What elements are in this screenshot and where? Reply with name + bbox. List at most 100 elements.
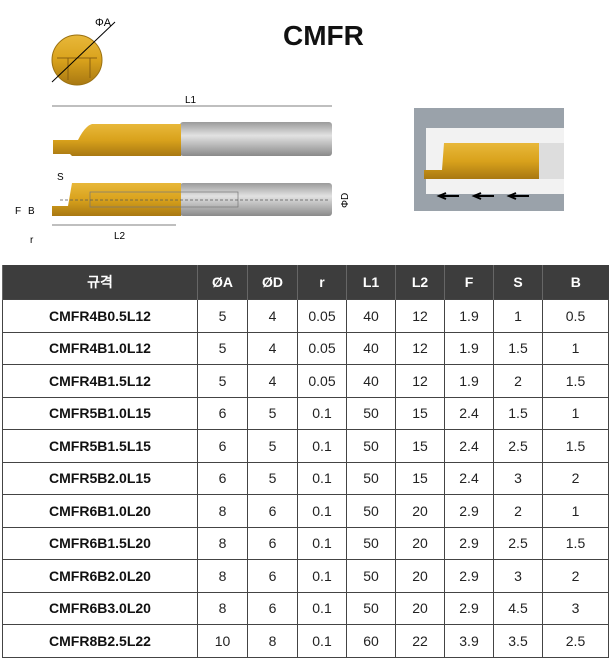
value-cell: 4.5 — [493, 591, 543, 625]
L1-label: L1 — [185, 95, 197, 106]
value-cell: 6 — [197, 396, 248, 430]
value-cell: 5 — [197, 331, 248, 365]
value-cell: 1.5 — [542, 429, 609, 463]
value-cell: 1 — [542, 396, 609, 430]
phiD-label: ΦD — [340, 193, 351, 208]
value-cell: 20 — [395, 559, 445, 593]
value-cell: 0.05 — [297, 299, 347, 333]
model-cell: CMFR5B1.0L15 — [2, 396, 198, 430]
value-cell: 15 — [395, 396, 445, 430]
value-cell: 20 — [395, 526, 445, 560]
value-cell: 60 — [346, 624, 396, 658]
value-cell: 50 — [346, 526, 396, 560]
value-cell: 50 — [346, 494, 396, 528]
model-cell: CMFR6B3.0L20 — [2, 591, 198, 625]
value-cell: 5 — [197, 364, 248, 398]
value-cell: 4 — [247, 364, 298, 398]
value-cell: 20 — [395, 591, 445, 625]
column-header: S — [493, 265, 543, 300]
value-cell: 2.4 — [444, 396, 494, 430]
value-cell: 5 — [247, 396, 298, 430]
model-cell: CMFR4B0.5L12 — [2, 299, 198, 333]
value-cell: 3 — [542, 591, 609, 625]
F-label: F — [15, 206, 21, 217]
value-cell: 5 — [247, 429, 298, 463]
value-cell: 2.4 — [444, 429, 494, 463]
value-cell: 1.9 — [444, 364, 494, 398]
value-cell: 6 — [247, 591, 298, 625]
machining-illustration — [414, 108, 564, 211]
value-cell: 0.05 — [297, 364, 347, 398]
value-cell: 3 — [493, 559, 543, 593]
tool-top-view — [52, 183, 332, 226]
value-cell: 0.05 — [297, 331, 347, 365]
value-cell: 22 — [395, 624, 445, 658]
value-cell: 3 — [493, 461, 543, 495]
value-cell: 8 — [197, 494, 248, 528]
r-label: r — [30, 235, 34, 246]
value-cell: 8 — [197, 526, 248, 560]
value-cell: 2.9 — [444, 494, 494, 528]
value-cell: 8 — [197, 559, 248, 593]
value-cell: 0.1 — [297, 396, 347, 430]
model-cell: CMFR4B1.5L12 — [2, 364, 198, 398]
value-cell: 2 — [493, 364, 543, 398]
column-header: L1 — [346, 265, 396, 300]
column-header: ØD — [247, 265, 298, 300]
value-cell: 12 — [395, 364, 445, 398]
value-cell: 0.1 — [297, 429, 347, 463]
value-cell: 2.5 — [493, 526, 543, 560]
value-cell: 1 — [542, 331, 609, 365]
value-cell: 1 — [542, 494, 609, 528]
value-cell: 2.5 — [542, 624, 609, 658]
column-header: r — [297, 265, 347, 300]
value-cell: 1.5 — [493, 396, 543, 430]
value-cell: 15 — [395, 429, 445, 463]
value-cell: 1.5 — [542, 526, 609, 560]
value-cell: 50 — [346, 591, 396, 625]
model-cell: CMFR6B1.0L20 — [2, 494, 198, 528]
value-cell: 4 — [247, 299, 298, 333]
B-label: B — [28, 206, 35, 217]
value-cell: 5 — [247, 461, 298, 495]
value-cell: 2.9 — [444, 591, 494, 625]
value-cell: 5 — [197, 299, 248, 333]
phiA-label: ΦA — [95, 17, 112, 29]
value-cell: 2.9 — [444, 559, 494, 593]
value-cell: 10 — [197, 624, 248, 658]
model-cell: CMFR4B1.0L12 — [2, 331, 198, 365]
tool-side-view — [53, 122, 332, 156]
value-cell: 1.5 — [542, 364, 609, 398]
value-cell: 12 — [395, 299, 445, 333]
value-cell: 0.1 — [297, 624, 347, 658]
model-cell: CMFR5B2.0L15 — [2, 461, 198, 495]
L2-label: L2 — [114, 231, 126, 242]
column-header: B — [542, 265, 609, 300]
value-cell: 50 — [346, 396, 396, 430]
value-cell: 50 — [346, 429, 396, 463]
model-cell: CMFR6B2.0L20 — [2, 559, 198, 593]
column-header: 규격 — [2, 265, 198, 300]
value-cell: 2 — [542, 559, 609, 593]
value-cell: 8 — [197, 591, 248, 625]
end-view-icon — [51, 21, 116, 86]
value-cell: 0.1 — [297, 559, 347, 593]
value-cell: 1.9 — [444, 331, 494, 365]
column-header: L2 — [395, 265, 445, 300]
value-cell: 6 — [197, 429, 248, 463]
model-cell: CMFR8B2.5L22 — [2, 624, 198, 658]
value-cell: 0.1 — [297, 461, 347, 495]
column-header: ØA — [197, 265, 248, 300]
value-cell: 50 — [346, 559, 396, 593]
value-cell: 50 — [346, 461, 396, 495]
value-cell: 2 — [493, 494, 543, 528]
